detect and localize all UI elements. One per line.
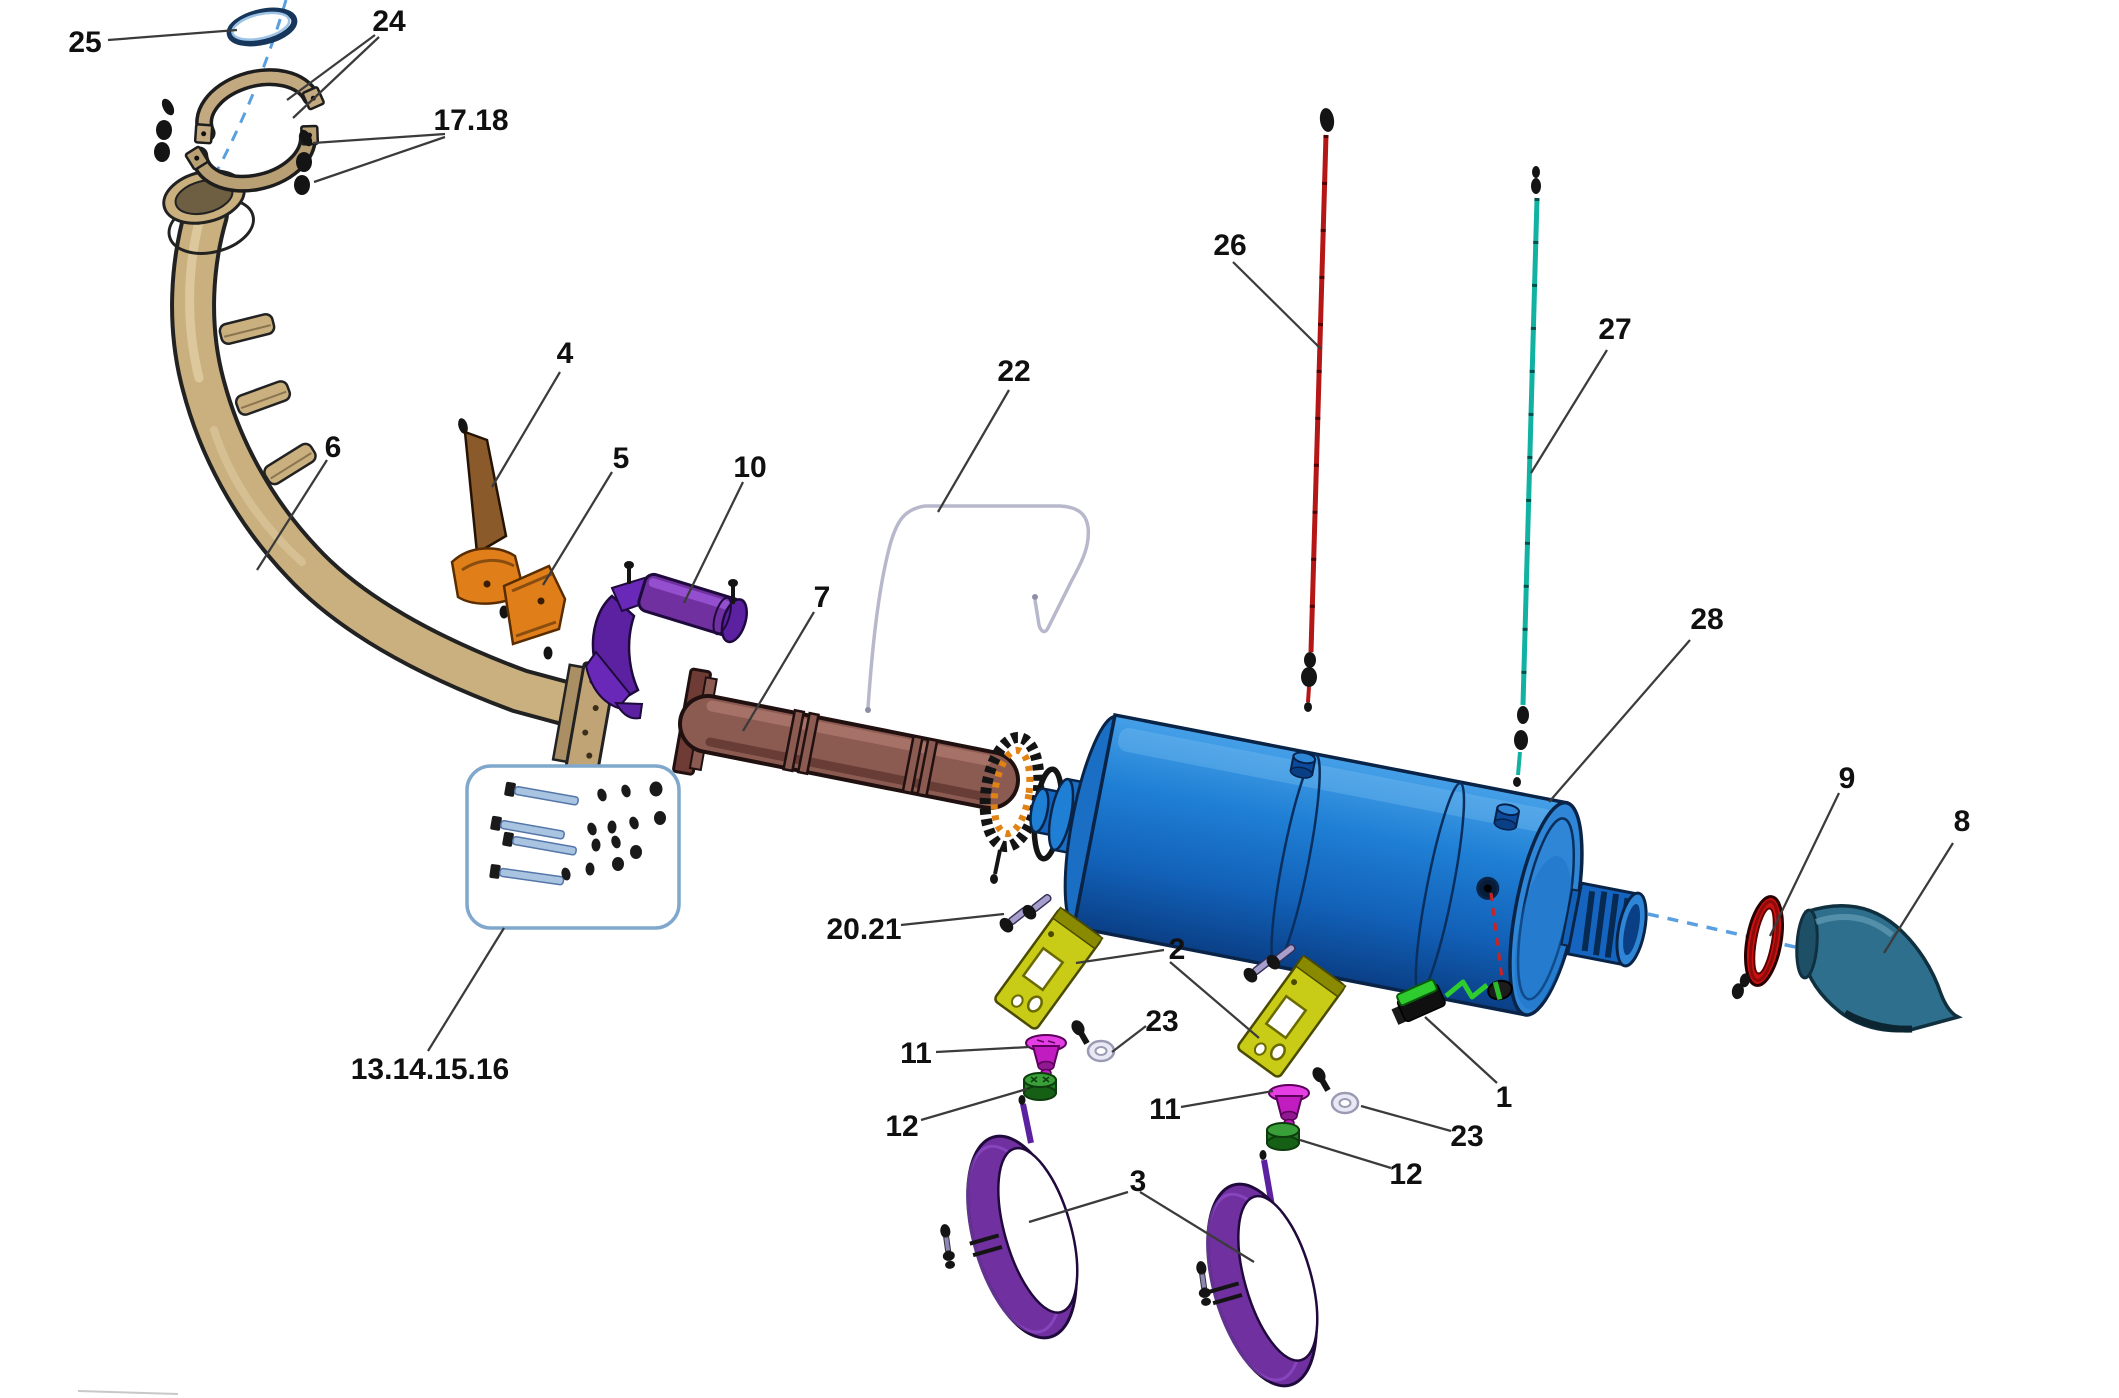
band-clamp-left xyxy=(966,1095,1079,1340)
centerline-sensor-icon xyxy=(1489,892,1505,987)
grommet-right xyxy=(1266,1122,1300,1151)
callout-11-right: 11 xyxy=(1149,1093,1181,1126)
sensor-boss-icon xyxy=(1493,803,1521,831)
callout-11-left: 11 xyxy=(900,1037,932,1070)
sensor-boss-icon xyxy=(1289,751,1317,779)
callout-25: 25 xyxy=(68,26,101,59)
callout-27: 27 xyxy=(1598,313,1631,346)
callout-22: 22 xyxy=(997,355,1030,388)
hardware-bolts xyxy=(489,781,579,886)
page-edge-mark-icon xyxy=(77,1390,179,1395)
downpipe xyxy=(162,169,617,774)
inlet-pipe xyxy=(672,667,1020,810)
stay-rod-teal xyxy=(1513,166,1541,787)
callout-10: 10 xyxy=(733,451,766,484)
callout-20-21: 20.21 xyxy=(826,913,901,946)
clamp-fasteners-left xyxy=(154,98,175,162)
grommet-left xyxy=(1023,1072,1057,1101)
callout-24: 24 xyxy=(372,5,406,38)
bracket-orange xyxy=(502,564,567,660)
bolt-small-right xyxy=(1312,1067,1331,1092)
outlet-clamp xyxy=(1731,895,1784,1000)
callout-23-right: 23 xyxy=(1450,1120,1483,1153)
callout-7: 7 xyxy=(814,581,831,614)
clamp-stem-icon xyxy=(993,849,1002,875)
callout-8: 8 xyxy=(1954,805,1971,838)
band-clamp-right xyxy=(1206,1150,1319,1388)
washer-left xyxy=(1086,1039,1116,1063)
isolator-left xyxy=(1025,1034,1067,1078)
callout-2: 2 xyxy=(1169,933,1186,966)
callout-28: 28 xyxy=(1690,603,1723,636)
isolator-right xyxy=(1268,1084,1310,1128)
leader-lines xyxy=(107,28,1954,1263)
support-bracket-right xyxy=(1237,954,1347,1078)
clamp-bolt-right xyxy=(1196,1261,1212,1306)
flange-gasket-ring xyxy=(226,7,298,47)
callout-5: 5 xyxy=(613,442,630,475)
washer-right xyxy=(1330,1091,1360,1115)
callout-12-right: 12 xyxy=(1389,1158,1422,1191)
callout-13-14-15-16: 13.14.15.16 xyxy=(351,1053,509,1086)
hardware-kit-box xyxy=(465,764,681,930)
stay-rod-red xyxy=(1301,108,1335,712)
callout-12-left: 12 xyxy=(885,1110,918,1143)
sensor-lead xyxy=(1391,978,1513,1025)
clamp-fasteners-right xyxy=(294,129,313,195)
callout-6: 6 xyxy=(325,431,342,464)
mount-assembly xyxy=(584,561,748,720)
clamp-stem-tip-icon xyxy=(990,874,998,884)
bolt-pair-left xyxy=(999,893,1052,933)
callout-4: 4 xyxy=(557,337,574,370)
bolt-small-left xyxy=(1071,1020,1090,1045)
callout-3: 3 xyxy=(1130,1165,1147,1198)
bolt-pair-right xyxy=(1243,943,1296,983)
exhaust-elbow xyxy=(1795,904,1963,1033)
callout-26: 26 xyxy=(1213,229,1246,262)
support-bracket-left xyxy=(994,906,1104,1030)
callout-9: 9 xyxy=(1839,762,1856,795)
callout-1: 1 xyxy=(1496,1081,1513,1114)
callout-17-18: 17.18 xyxy=(433,104,508,137)
harness-wire xyxy=(865,504,1091,713)
muffler xyxy=(1029,712,1648,1017)
hardware-nuts-washers xyxy=(561,781,666,881)
callout-23-left: 23 xyxy=(1145,1005,1178,1038)
clamp-bolt-left xyxy=(940,1224,956,1269)
